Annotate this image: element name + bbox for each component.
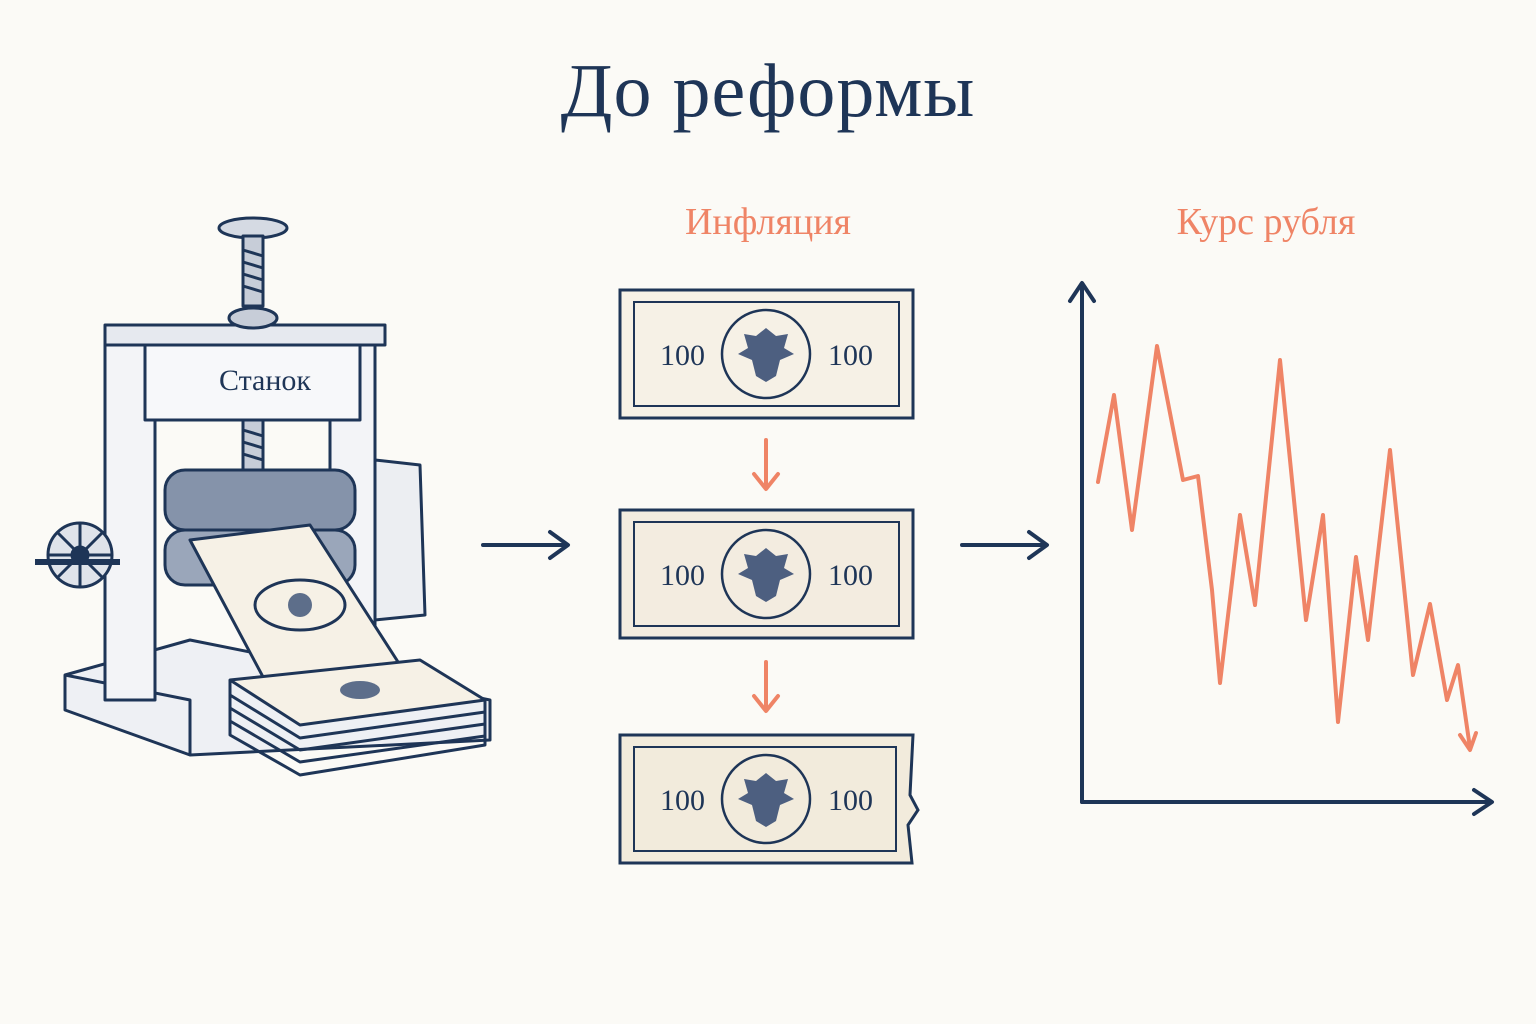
banknote-intact: 100 100 [618, 288, 915, 420]
banknote-right-value: 100 [828, 559, 873, 592]
banknote-right-value: 100 [828, 339, 873, 372]
banknote-faded: 100 100 [618, 508, 915, 640]
banknote-left-value: 100 [660, 339, 705, 372]
page-title: До реформы [560, 49, 976, 133]
down-arrow-icon [752, 438, 780, 491]
exchange-rate-line [1096, 344, 1472, 750]
down-arrow-icon [752, 660, 780, 713]
inflation-label: Инфляция [684, 201, 852, 243]
trend-down-arrow-icon [1458, 731, 1478, 752]
banknote-right-value: 100 [828, 784, 873, 817]
banknote-torn: 100 100 [618, 733, 920, 865]
banknote-left-value: 100 [660, 784, 705, 817]
x-axis [1080, 788, 1494, 816]
press-label: Станок [218, 364, 312, 397]
flow-arrow-icon [960, 530, 1049, 560]
y-axis [1068, 281, 1096, 804]
banknote-left-value: 100 [660, 559, 705, 592]
double-headed-eagle-icon [738, 548, 794, 602]
flow-arrow-icon [481, 530, 570, 560]
double-headed-eagle-icon [738, 773, 794, 827]
exchange-rate-label: Курс рубля [1176, 201, 1356, 243]
double-headed-eagle-icon [738, 328, 794, 382]
